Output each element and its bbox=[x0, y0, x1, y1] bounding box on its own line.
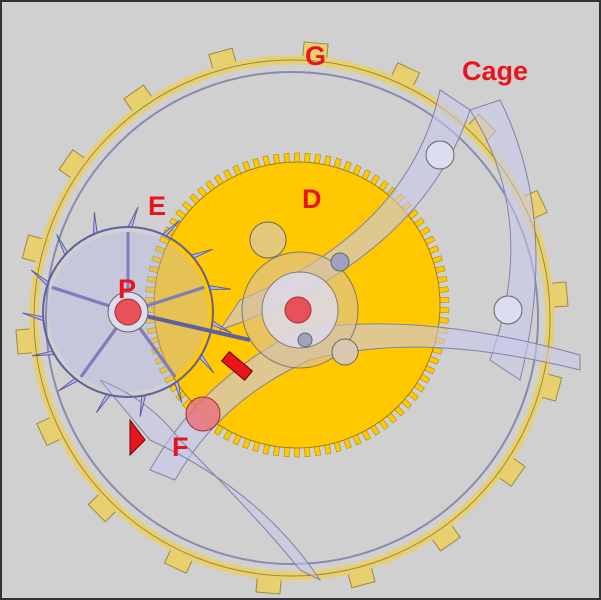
screw-top bbox=[249, 221, 287, 259]
cage-ring bbox=[45, 71, 539, 565]
escape-wheel-e-teeth bbox=[22, 206, 232, 417]
fourth-wheel-g-outline bbox=[33, 59, 551, 577]
escape-wheel-e-rim bbox=[42, 226, 214, 398]
escape-spoke bbox=[79, 327, 118, 378]
escape-spoke bbox=[146, 285, 205, 308]
escape-spoke bbox=[138, 327, 177, 378]
label-cage: Cage bbox=[462, 56, 528, 86]
cage-arm-lower bbox=[149, 323, 581, 481]
center-jewel bbox=[284, 296, 312, 324]
screw-lower bbox=[331, 338, 359, 366]
label-d: D bbox=[302, 184, 322, 214]
screw-cage-right bbox=[493, 295, 523, 325]
pin-1 bbox=[330, 252, 350, 272]
fork-jewel-f bbox=[185, 396, 221, 432]
pin-2 bbox=[297, 332, 313, 348]
pinion-p bbox=[114, 298, 142, 326]
pallet-lever bbox=[127, 310, 251, 342]
escape-spoke bbox=[51, 285, 110, 308]
pallet-stone-1 bbox=[220, 351, 254, 381]
screw-cage-upper bbox=[425, 140, 455, 170]
label-e: E bbox=[148, 191, 166, 221]
pallet-stone-2 bbox=[129, 418, 146, 457]
label-g: G bbox=[305, 41, 326, 71]
label-f: F bbox=[172, 432, 189, 462]
cage-arm-bottom bbox=[99, 379, 322, 582]
label-p: P bbox=[118, 274, 136, 304]
